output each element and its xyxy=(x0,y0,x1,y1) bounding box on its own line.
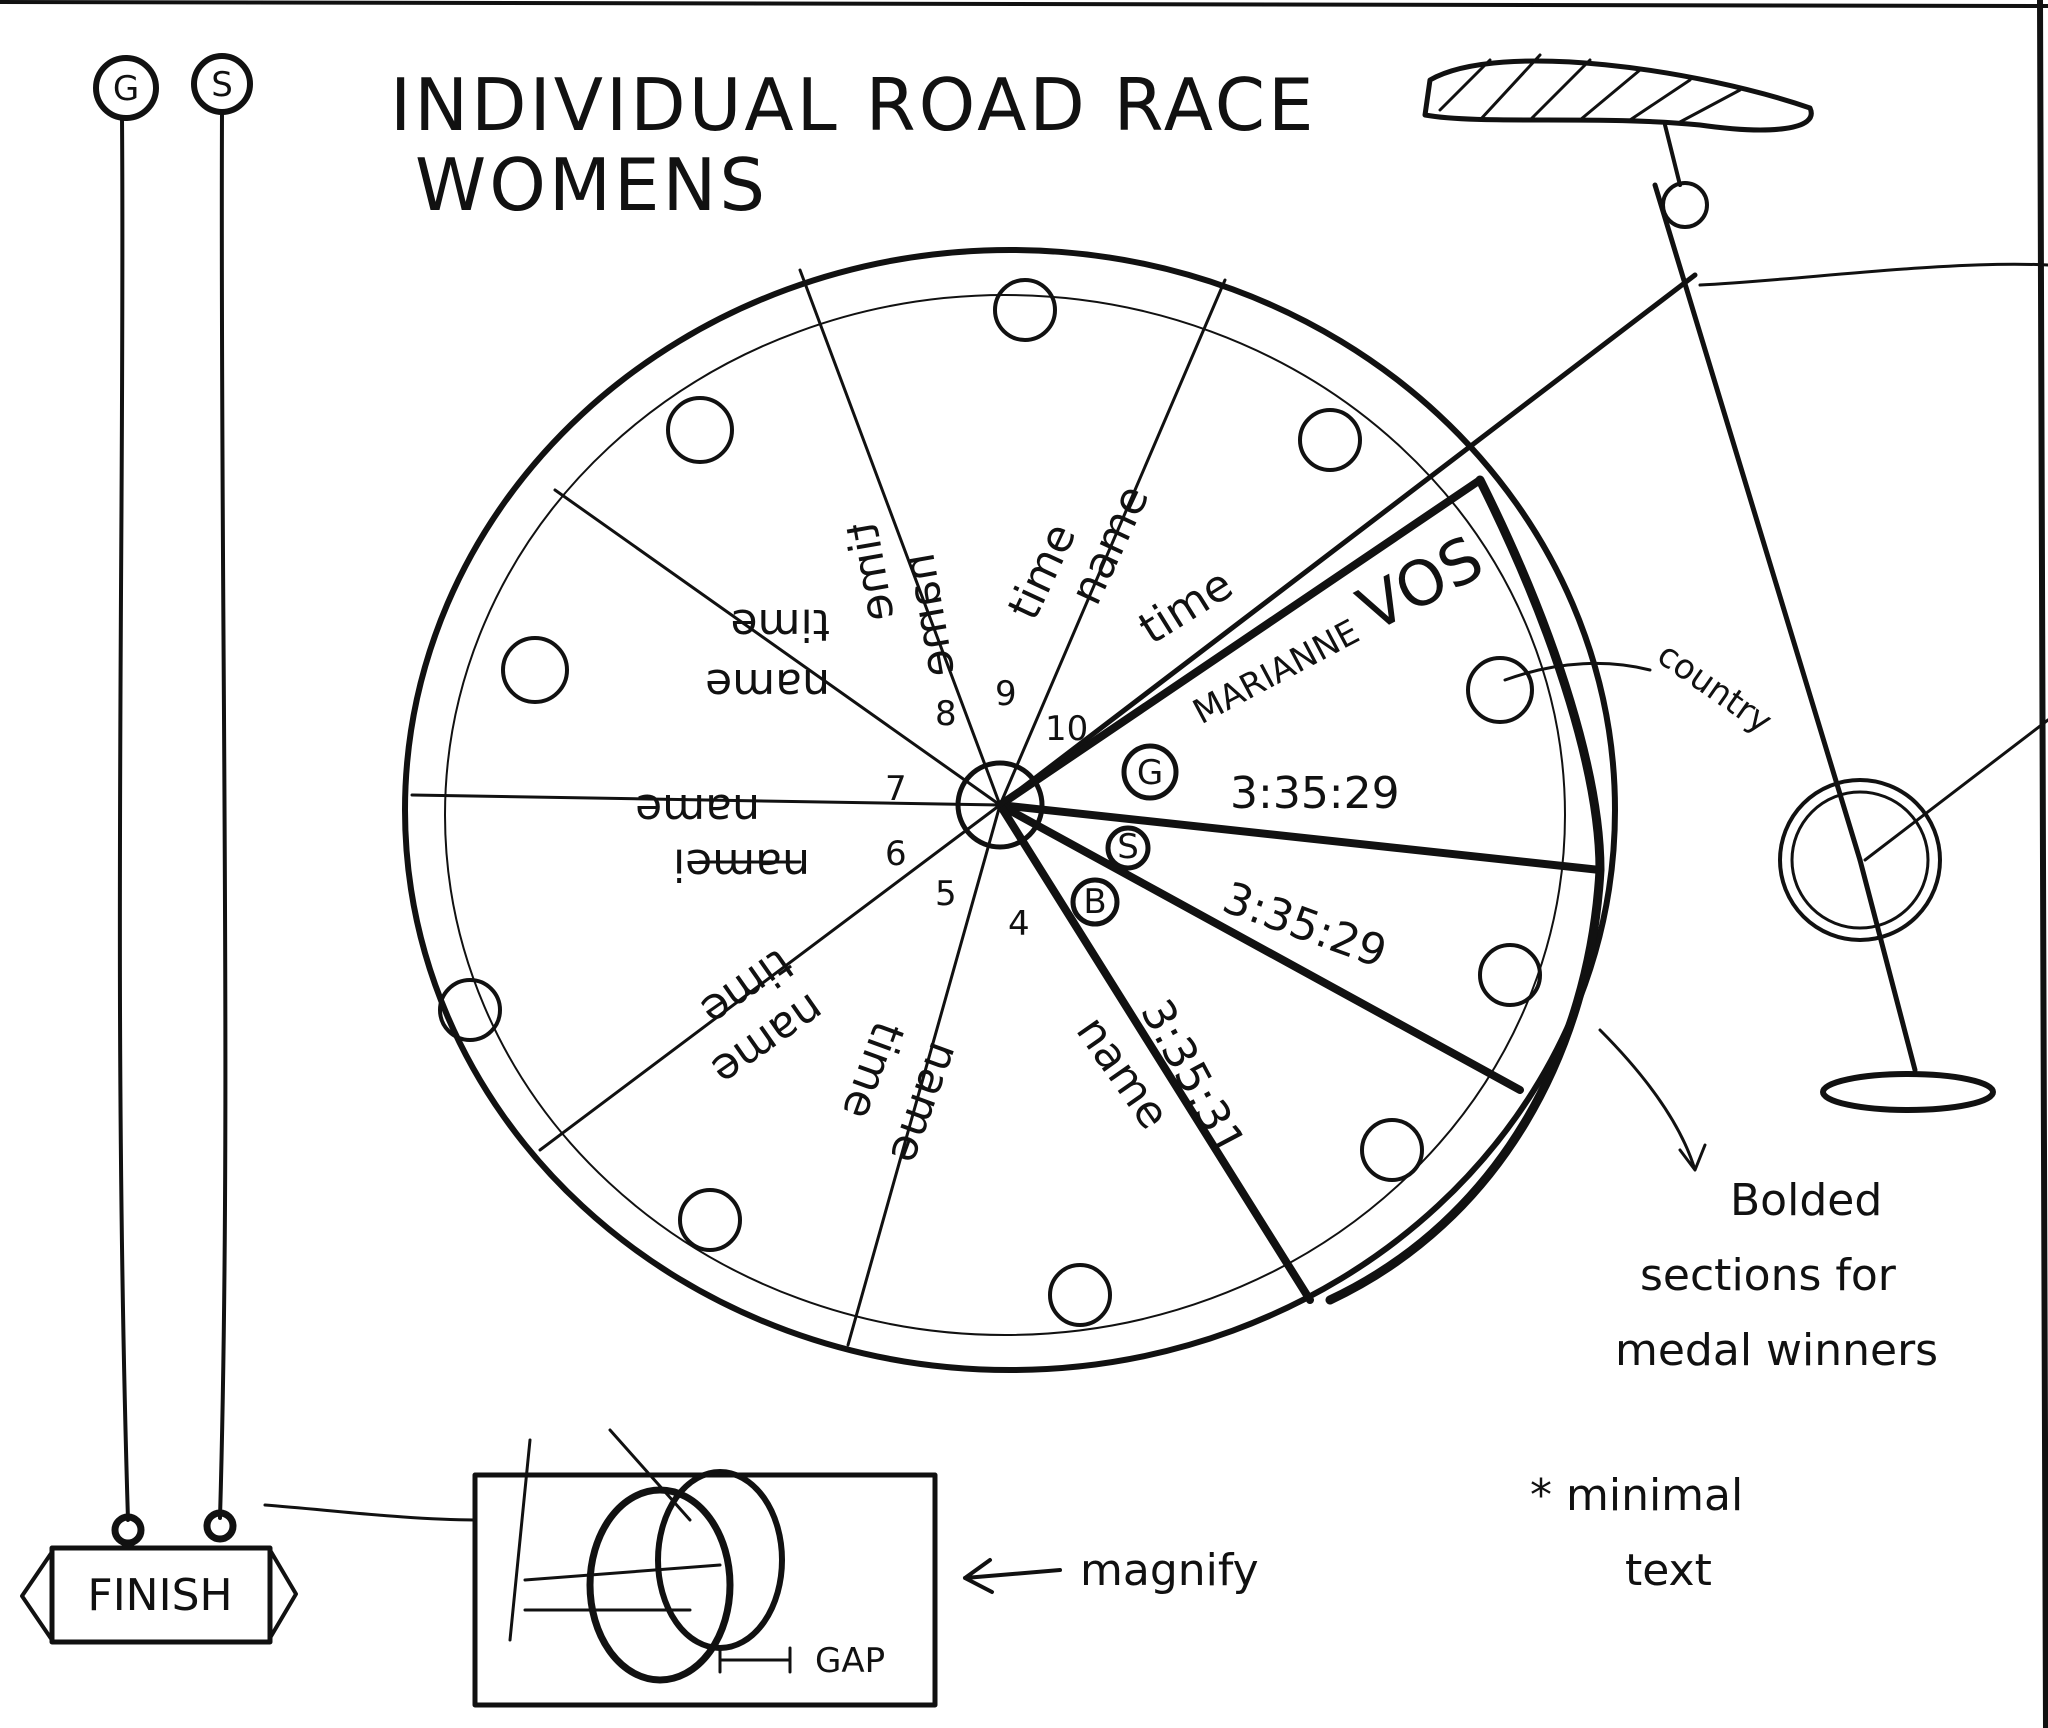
silver-tab-label: S xyxy=(211,65,233,105)
bronze-badge: B xyxy=(1083,882,1106,922)
magnify-scribbles xyxy=(510,1430,720,1640)
placeholder-time: time xyxy=(837,518,904,625)
magnify-arrow xyxy=(965,1560,1060,1592)
winner-last-name: VOS xyxy=(1346,521,1495,646)
pedal xyxy=(1823,1074,1993,1110)
bolded-line1: Bolded xyxy=(1730,1175,1882,1226)
finish-banner[interactable]: FINISH xyxy=(22,1548,296,1642)
country-flag-icon xyxy=(503,638,567,702)
country-flag-icon xyxy=(680,1190,740,1250)
bolded-line2: sections for xyxy=(1640,1250,1897,1301)
country-flag-icon xyxy=(1480,945,1540,1005)
country-flag-icon xyxy=(1300,410,1360,470)
silver-badge: S xyxy=(1117,827,1139,867)
placeholder-time: time xyxy=(731,599,830,650)
silver-cord-line xyxy=(220,112,225,1518)
magnify-label: magnify xyxy=(1080,1545,1259,1596)
gap-measure xyxy=(720,1648,790,1672)
place-number: 5 xyxy=(935,874,957,914)
gold-cord-line xyxy=(120,118,128,1520)
place-number: 7 xyxy=(885,769,907,809)
winner-time: 3:35:29 xyxy=(1230,768,1400,819)
results-wheel[interactable]: 4 5 6 7 8 9 10 G MARIANNE VOS 3:35:29 ti… xyxy=(405,250,1615,1370)
placeholder-name: name xyxy=(705,659,830,710)
place-number: 8 xyxy=(935,694,957,734)
country-label: country xyxy=(1650,635,1779,742)
minimal-text-note: * minimal text xyxy=(1530,1470,1743,1596)
place-number: 6 xyxy=(885,834,907,874)
place-number: 4 xyxy=(1008,904,1030,944)
minimal-line1: * minimal xyxy=(1530,1470,1743,1521)
country-flag-icon xyxy=(1468,658,1532,722)
gap-label: GAP xyxy=(815,1641,885,1681)
spoke xyxy=(800,270,1000,805)
country-annotation: country xyxy=(1505,635,1779,742)
seat-clamp xyxy=(1663,183,1707,227)
bold-spoke xyxy=(1000,480,1480,805)
silver-section[interactable]: S 3:35:29 xyxy=(1108,827,1393,978)
rider-circle-icon xyxy=(658,1472,782,1648)
frame-extension xyxy=(1700,264,2048,285)
country-flag-icon xyxy=(1050,1265,1110,1325)
winner-first-name: MARIANNE xyxy=(1187,612,1366,733)
page-right-edge xyxy=(2040,0,2046,1728)
country-pointer xyxy=(1505,663,1650,680)
gold-cord[interactable]: G xyxy=(96,58,156,1543)
bolded-note: Bolded sections for medal winners xyxy=(1600,1030,1938,1376)
placeholder-name: name xyxy=(635,784,760,835)
silver-cord[interactable]: S xyxy=(194,56,250,1539)
placeholder-time: time xyxy=(1130,559,1241,655)
country-flag-icon xyxy=(668,398,732,462)
gold-tab-label: G xyxy=(113,69,139,109)
title-line1: INDIVIDUAL ROAD RACE xyxy=(390,63,1317,147)
minimal-line2: text xyxy=(1625,1545,1712,1596)
seat-post xyxy=(1665,125,1680,185)
frame-extension-lower xyxy=(1865,720,2048,860)
country-flag-icon xyxy=(995,280,1055,340)
wheel-spokes xyxy=(412,270,1225,1345)
placeholder-name: name xyxy=(893,549,965,681)
finish-label: FINISH xyxy=(87,1570,232,1621)
title-line2: WOMENS xyxy=(415,143,768,227)
country-flag-icon xyxy=(1362,1120,1422,1180)
place-number: 9 xyxy=(995,674,1017,714)
struck-placeholder: namei xyxy=(673,839,810,890)
saddle xyxy=(1425,61,1811,130)
bolded-arrow xyxy=(1600,1030,1705,1170)
page-top-edge xyxy=(0,2,2048,6)
magnify-panel[interactable]: GAP magnify xyxy=(265,1430,1259,1705)
country-flag-icon xyxy=(440,980,500,1040)
magnify-connector xyxy=(265,1505,475,1520)
bolded-line3: medal winners xyxy=(1615,1325,1938,1376)
seat-tube xyxy=(1655,185,1860,860)
second-time: 3:35:29 xyxy=(1216,872,1393,978)
crank-arm xyxy=(1860,860,1915,1070)
gold-badge: G xyxy=(1137,753,1163,793)
